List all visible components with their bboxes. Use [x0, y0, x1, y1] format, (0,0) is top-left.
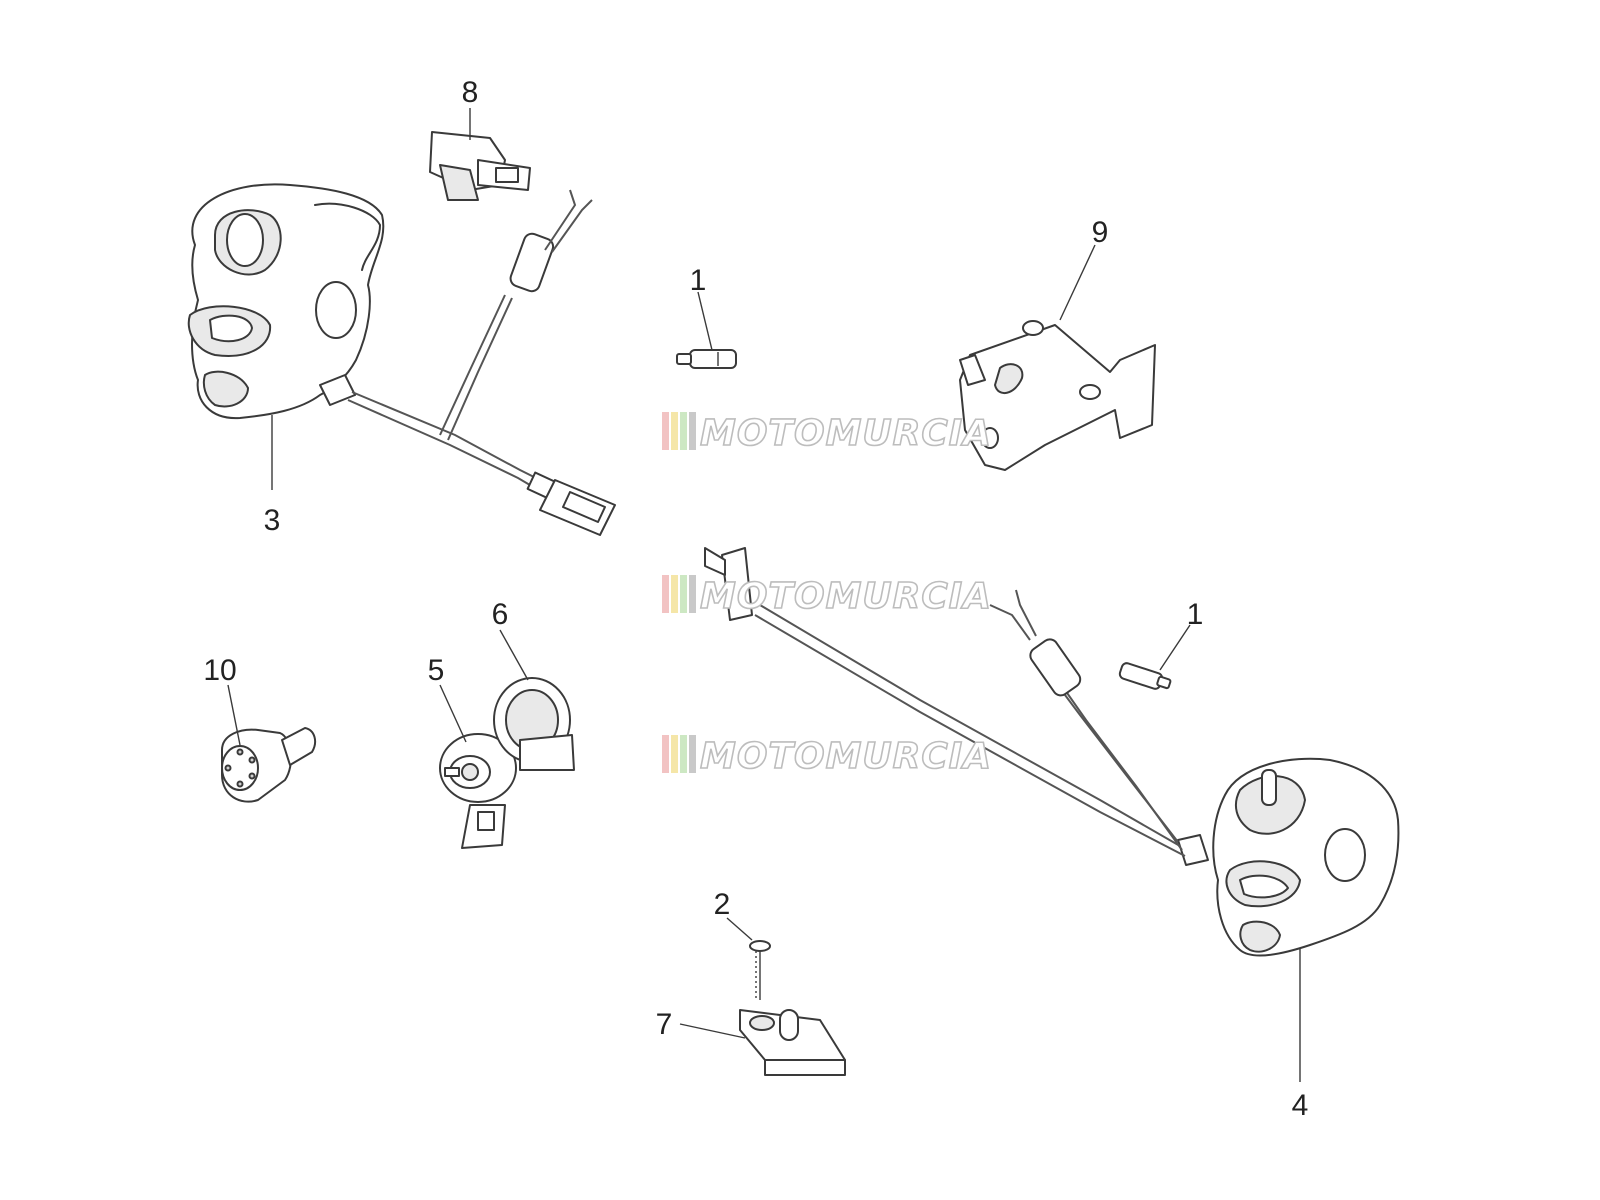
watermark-stripe-green	[680, 412, 687, 450]
watermark-stripe-red	[662, 575, 669, 613]
watermark-stripe-yellow	[671, 575, 678, 613]
part-8-switch	[429, 131, 531, 201]
part-1-bulb-upper	[676, 349, 737, 369]
callout-4: 4	[1292, 1089, 1309, 1122]
watermark-stripe-yellow	[671, 735, 678, 773]
watermark-text: MOTOMURCIA	[700, 413, 992, 454]
watermark-stripe-gray	[689, 735, 696, 773]
watermark-stripe-red	[662, 735, 669, 773]
watermark-2: MOTOMURCIA	[662, 575, 992, 618]
watermark-text: MOTOMURCIA	[700, 736, 992, 777]
watermark-1: MOTOMURCIA	[662, 412, 992, 455]
callout-2: 2	[714, 888, 731, 921]
callout-5: 5	[428, 654, 445, 687]
callout-9: 9	[1092, 216, 1109, 249]
callout-8: 8	[462, 76, 479, 109]
watermark-text: MOTOMURCIA	[700, 576, 992, 617]
part-1-bulb-lower	[1118, 662, 1172, 690]
watermark-stripe-green	[680, 735, 687, 773]
watermark-stripe-red	[662, 412, 669, 450]
watermark-stripe-gray	[689, 575, 696, 613]
part-2-screw	[749, 940, 771, 1000]
callout-3: 3	[264, 504, 281, 537]
watermark-stripe-green	[680, 575, 687, 613]
callout-1-upper: 1	[690, 264, 707, 297]
watermark-3: MOTOMURCIA	[662, 735, 992, 778]
callout-10: 10	[203, 654, 236, 687]
watermark-stripe-gray	[689, 412, 696, 450]
part-7-plate	[739, 1009, 846, 1076]
callout-1-lower: 1	[1187, 598, 1204, 631]
callout-6: 6	[492, 598, 509, 631]
watermark-stripe-yellow	[671, 412, 678, 450]
part-9-bracket	[959, 320, 1156, 471]
part-4-right-handlebar-switch	[704, 547, 1400, 957]
part-3-left-handlebar-switch	[187, 183, 616, 536]
part-5-lock-cylinder	[439, 733, 517, 849]
leader-lines	[227, 108, 1301, 1082]
callout-7: 7	[656, 1008, 673, 1041]
part-6-ring	[493, 677, 575, 771]
part-10-ignition-switch	[221, 727, 317, 803]
